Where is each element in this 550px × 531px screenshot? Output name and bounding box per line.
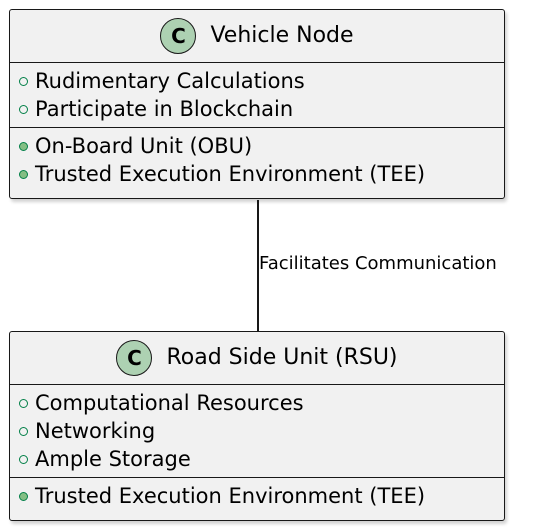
class-stereotype-icon: C <box>116 340 153 376</box>
public-method-icon <box>19 141 28 151</box>
class-header: C Road Side Unit (RSU) <box>10 332 504 384</box>
public-method-icon <box>19 491 28 501</box>
method-item: Trusted Execution Environment (TEE) <box>19 160 504 188</box>
association-line <box>257 200 259 331</box>
class-title: Road Side Unit (RSU) <box>166 345 398 370</box>
class-header: C Vehicle Node <box>10 10 504 62</box>
field-label: Ample Storage <box>35 447 191 471</box>
field-label: Rudimentary Calculations <box>35 69 305 93</box>
field-label: Networking <box>35 419 156 443</box>
field-item: Computational Resources <box>19 389 504 417</box>
public-field-icon <box>19 426 28 436</box>
method-item: Trusted Execution Environment (TEE) <box>19 482 504 510</box>
class-title: Vehicle Node <box>210 23 354 48</box>
class-vehicle-node: C Vehicle Node Rudimentary Calculations … <box>9 9 505 199</box>
field-item: Ample Storage <box>19 445 504 473</box>
methods-compartment: On-Board Unit (OBU) Trusted Execution En… <box>10 127 504 192</box>
method-label: On-Board Unit (OBU) <box>35 134 253 158</box>
public-method-icon <box>19 169 28 179</box>
public-field-icon <box>19 454 28 464</box>
method-item: On-Board Unit (OBU) <box>19 132 504 160</box>
fields-compartment: Rudimentary Calculations Participate in … <box>10 62 504 127</box>
field-label: Computational Resources <box>35 391 304 415</box>
field-item: Participate in Blockchain <box>19 95 504 123</box>
field-item: Networking <box>19 417 504 445</box>
public-field-icon <box>19 76 28 86</box>
method-label: Trusted Execution Environment (TEE) <box>35 484 426 508</box>
methods-compartment: Trusted Execution Environment (TEE) <box>10 477 504 514</box>
field-item: Rudimentary Calculations <box>19 67 504 95</box>
public-field-icon <box>19 398 28 408</box>
association-label: Facilitates Communication <box>259 253 497 274</box>
public-field-icon <box>19 104 28 114</box>
fields-compartment: Computational Resources Networking Ample… <box>10 384 504 477</box>
field-label: Participate in Blockchain <box>35 97 294 121</box>
class-stereotype-icon: C <box>160 18 197 54</box>
class-road-side-unit: C Road Side Unit (RSU) Computational Res… <box>9 331 505 521</box>
method-label: Trusted Execution Environment (TEE) <box>35 162 426 186</box>
